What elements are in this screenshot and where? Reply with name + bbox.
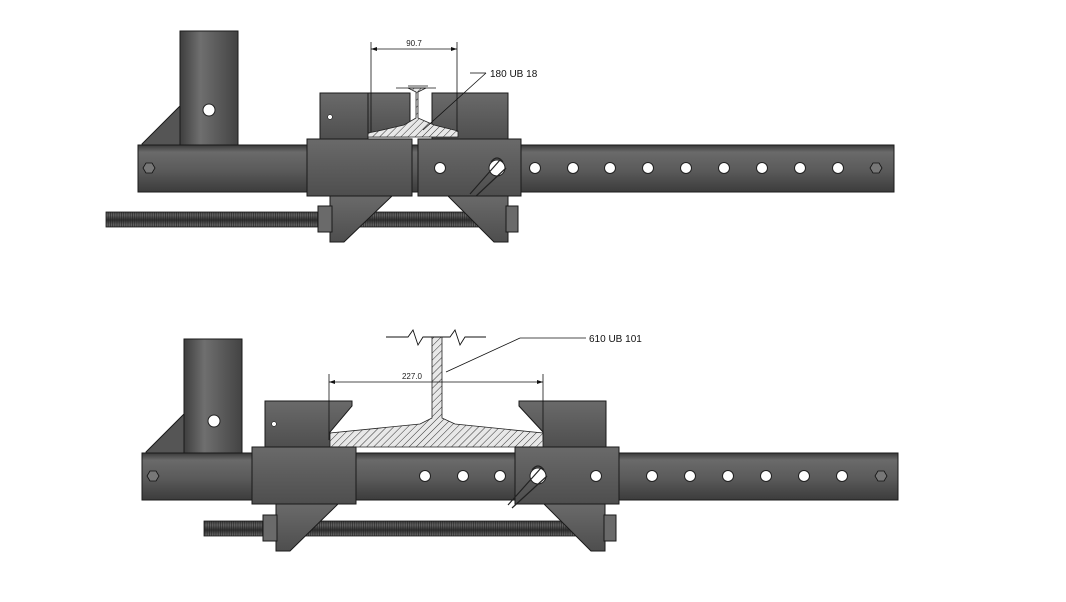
- bolt-hole-icon: [798, 470, 810, 482]
- bolt-hole-icon: [760, 470, 772, 482]
- bolt-hole-icon: [590, 470, 602, 482]
- bottom-bar-holes: [419, 470, 848, 482]
- top-callout-label: 180 UB 18: [490, 69, 538, 80]
- bottom-view: 227.0 610 UB 101: [141, 329, 899, 552]
- bottom-sleeve-left: [251, 446, 357, 505]
- top-callout: 180 UB 18: [422, 69, 538, 131]
- hex-nut-icon: [317, 205, 333, 233]
- hex-nut-icon: [146, 470, 160, 482]
- hex-nut-icon: [142, 162, 156, 174]
- cotter-pin-icon: [507, 465, 548, 509]
- bolt-hole-icon: [434, 162, 446, 174]
- hex-nut-icon: [262, 514, 278, 542]
- bolt-hole-icon: [646, 470, 658, 482]
- bottom-dimension-label: 227.0: [402, 372, 423, 381]
- bolt-hole-icon: [680, 162, 692, 174]
- bottom-ibeam-section: [329, 329, 544, 448]
- bolt-hole-icon: [529, 162, 541, 174]
- bottom-vertical-post: [183, 338, 243, 455]
- top-bracket-right: [446, 195, 509, 243]
- top-threaded-rod: [105, 211, 517, 228]
- hex-nut-icon: [603, 514, 617, 542]
- cotter-pin-icon: [469, 157, 507, 199]
- bottom-callout-label: 610 UB 101: [589, 334, 642, 345]
- top-vertical-post: [179, 30, 239, 147]
- bolt-hole-icon: [207, 414, 221, 428]
- bolt-hole-icon: [756, 162, 768, 174]
- top-sleeve-right: [417, 138, 522, 197]
- bolt-hole-icon: [202, 103, 216, 117]
- bolt-hole-icon: [419, 470, 431, 482]
- bottom-bracket-right: [542, 503, 606, 552]
- top-ibeam-section: [367, 85, 459, 138]
- hex-nut-icon: [869, 162, 883, 174]
- top-dimension-label: 90.7: [406, 39, 422, 48]
- bolt-hole-icon: [567, 162, 579, 174]
- bolt-hole-icon: [722, 470, 734, 482]
- bolt-hole-icon: [457, 470, 469, 482]
- bolt-hole-icon: [718, 162, 730, 174]
- top-post-gusset: [141, 104, 181, 147]
- top-bar-holes: [529, 162, 844, 174]
- top-view: 90.7 180 UB 18: [105, 30, 895, 243]
- bolt-hole-icon: [684, 470, 696, 482]
- top-sleeve-left: [306, 138, 413, 197]
- bottom-post-gusset: [145, 412, 185, 455]
- top-dimension: 90.7: [370, 39, 458, 132]
- hex-nut-icon: [874, 470, 888, 482]
- bottom-dimension: 227.0: [328, 372, 544, 440]
- bolt-hole-icon: [642, 162, 654, 174]
- hex-nut-icon: [505, 205, 519, 233]
- bolt-hole-icon: [832, 162, 844, 174]
- bolt-hole-icon: [836, 470, 848, 482]
- bottom-callout: 610 UB 101: [445, 334, 642, 373]
- bolt-hole-icon: [604, 162, 616, 174]
- bolt-hole-icon: [794, 162, 806, 174]
- bolt-hole-icon: [494, 470, 506, 482]
